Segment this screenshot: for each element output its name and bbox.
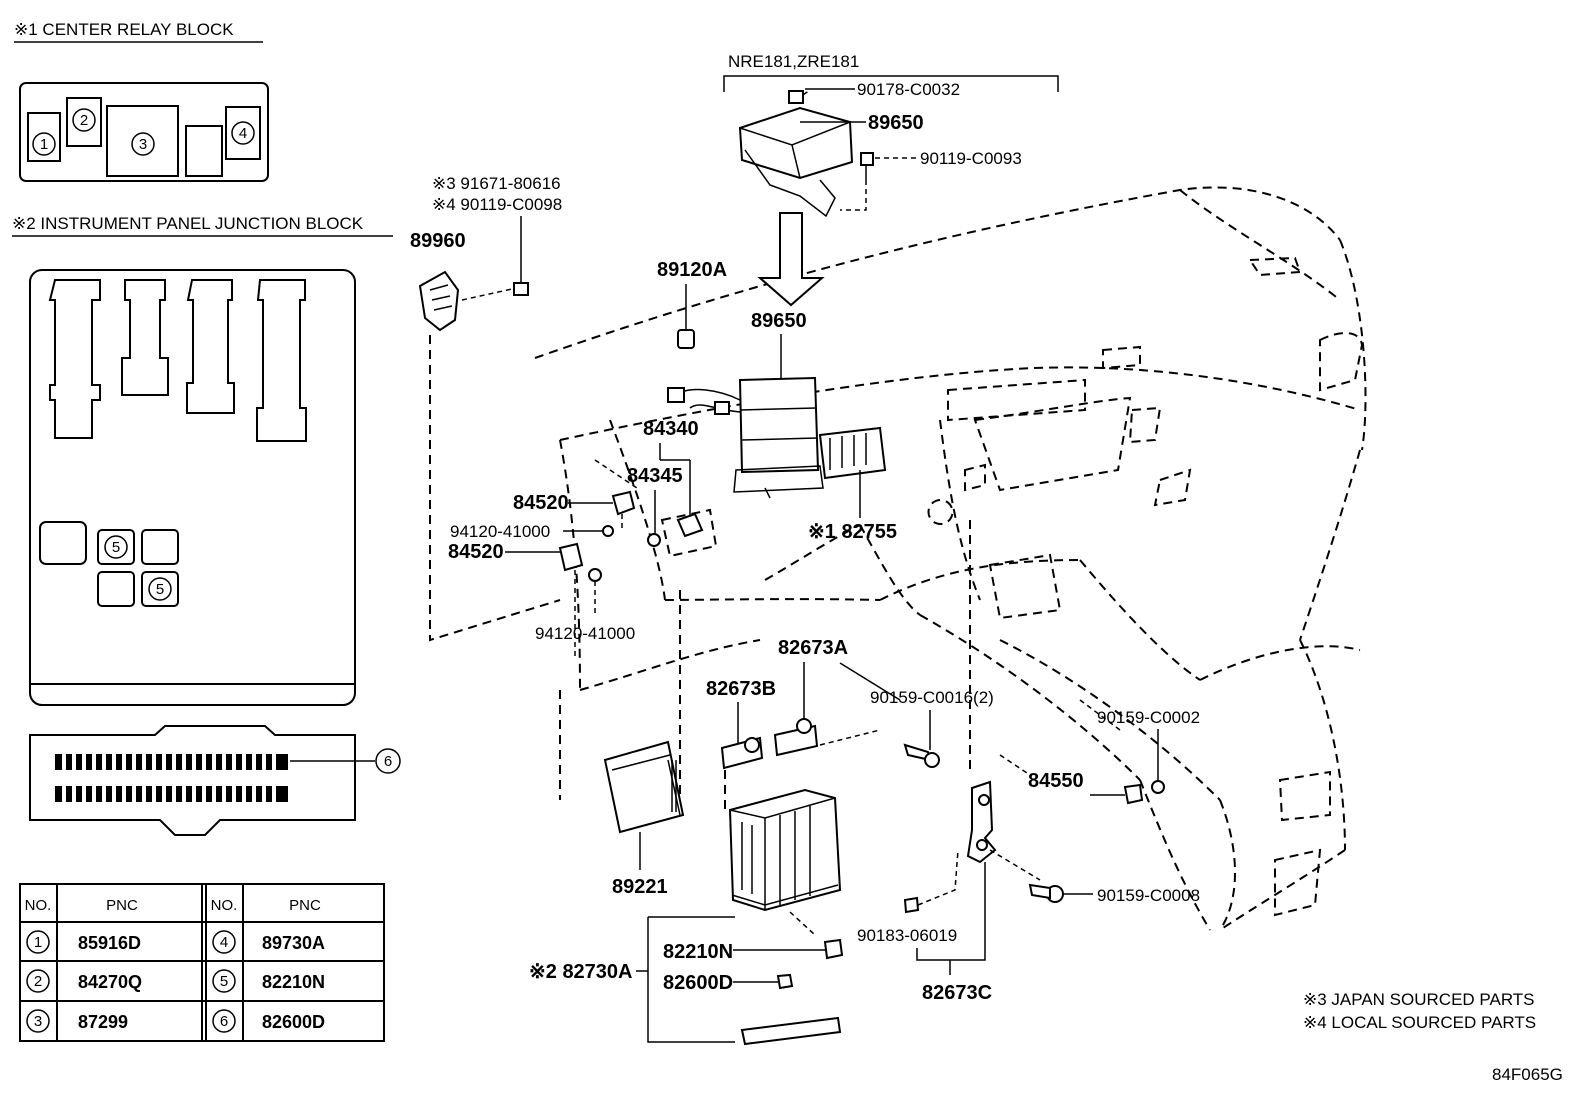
part-91671-80616: ※3 91671-80616 <box>432 174 561 193</box>
bolt-90159-C0016: 90159-C0016(2) <box>839 520 994 770</box>
part-82730A: ※2 82730A <box>529 961 633 983</box>
legend-row-no: 5 <box>220 973 228 990</box>
legend-row-pnc: 85916D <box>78 933 141 953</box>
relay-slot-label-3: 3 <box>139 136 147 153</box>
junction-block-outline <box>29 269 356 706</box>
part-82673A: 82673A <box>778 637 848 659</box>
part-89120A: 89120A <box>657 259 727 281</box>
junction-slot-label-5a: 5 <box>112 539 120 556</box>
part-90119-C0093: 90119-C0093 <box>920 149 1022 168</box>
note-local-sourced: ※4 LOCAL SOURCED PARTS <box>1303 1013 1536 1032</box>
legend-row-pnc: 87299 <box>78 1012 128 1032</box>
legend-table: NO. PNC NO. PNC 1 85916D 4 89730A 2 8427… <box>19 883 385 1042</box>
fuse-column-2 <box>121 279 169 396</box>
fuse-column-3 <box>186 279 235 414</box>
part-89960: 89960 <box>410 230 466 252</box>
part-84345: 84345 <box>627 465 683 487</box>
arrow-down <box>757 212 825 307</box>
part-89650-top: 89650 <box>868 112 924 134</box>
part-90159-C0002: 90159-C0002 <box>1097 708 1200 727</box>
legend-row-no: 3 <box>34 1013 42 1030</box>
part-82600D: 82600D <box>663 972 733 994</box>
legend-row-no: 6 <box>220 1013 228 1030</box>
relay-block-82755: ※1 82755 <box>808 426 897 543</box>
legend-row-no: 4 <box>220 934 228 951</box>
bracket-82673C: 90159-C0008 90183-06019 82673C <box>857 780 1200 1004</box>
legend-header-no-right: NO. <box>211 897 238 914</box>
center-relay-block-outline <box>19 82 269 182</box>
connector-strip: 6 <box>29 725 401 836</box>
legend-header-pnc-left: PNC <box>106 897 138 914</box>
relay-slot-label-1: 1 <box>40 136 48 153</box>
center-relay-block-section: ※1 CENTER RELAY BLOCK 1 2 3 4 <box>14 20 269 182</box>
legend-row-pnc: 84270Q <box>78 972 142 992</box>
part-89221: 89221 <box>612 876 668 898</box>
center-relay-block-title: ※1 CENTER RELAY BLOCK <box>14 20 234 39</box>
part-group-84550: 90159-C0002 84550 <box>999 699 1200 805</box>
figure-code: 84F065G <box>1492 1065 1563 1084</box>
part-84340: 84340 <box>643 418 699 440</box>
fuse-column-1 <box>48 279 101 439</box>
legend-row-no: 2 <box>34 973 42 990</box>
part-82210N: 82210N <box>663 941 733 963</box>
part-82673C: 82673C <box>922 982 992 1004</box>
connector-outline <box>29 725 356 836</box>
connector-callout-6: 6 <box>384 753 392 770</box>
bracket-group-82673: 82673A 82673B <box>679 590 881 810</box>
part-94120-41000-b: 94120-41000 <box>535 624 635 643</box>
part-84520-a: 84520 <box>513 492 569 514</box>
part-90183-06019: 90183-06019 <box>857 926 957 945</box>
sensor-89960: ※3 91671-80616 ※4 90119-C0098 89960 <box>410 174 562 642</box>
part-84550: 84550 <box>1028 770 1084 792</box>
part-82755: ※1 82755 <box>808 521 897 543</box>
ecu-89221: 89221 <box>603 740 685 898</box>
part-82673B: 82673B <box>706 678 776 700</box>
part-84520-b: 84520 <box>448 541 504 563</box>
fuse-column-4 <box>256 279 307 442</box>
switch-group-84520: 84520 94120-41000 84520 94120-41000 <box>448 490 635 660</box>
part-94120-41000-a: 94120-41000 <box>450 522 550 541</box>
junction-block-section: ※2 INSTRUMENT PANEL JUNCTION BLOCK 5 5 <box>12 214 393 706</box>
legend-row-pnc: 82600D <box>262 1012 325 1032</box>
variant-label: NRE181,ZRE181 <box>728 52 859 71</box>
junction-block-title: ※2 INSTRUMENT PANEL JUNCTION BLOCK <box>12 214 364 233</box>
relay-slot-label-4: 4 <box>239 125 247 142</box>
central-ecu-89650: 89650 <box>667 310 824 499</box>
part-90178-C0032: 90178-C0032 <box>857 80 960 99</box>
note-japan-sourced: ※3 JAPAN SOURCED PARTS <box>1303 990 1535 1009</box>
junction-block-82730A <box>728 788 842 936</box>
source-notes: ※3 JAPAN SOURCED PARTS ※4 LOCAL SOURCED … <box>1303 990 1563 1084</box>
part-89650: 89650 <box>751 310 807 332</box>
part-90159-C0016: 90159-C0016(2) <box>870 688 994 707</box>
part-90159-C0008: 90159-C0008 <box>1097 886 1200 905</box>
relay-slot-1 <box>27 112 61 162</box>
switch-group-84340: 84340 84345 <box>594 418 718 558</box>
legend-header-no-left: NO. <box>25 897 52 914</box>
part-group-82210N: ※2 82730A 82210N 82600D <box>529 916 844 1046</box>
junction-slot-label-5b: 5 <box>156 581 164 598</box>
part-group-89120A: 89120A <box>657 259 727 349</box>
part-90119-C0098: ※4 90119-C0098 <box>432 195 562 214</box>
top-ecu-89650: NRE181,ZRE181 90178-C0032 89650 90119-C0… <box>723 52 1059 307</box>
dashboard-outline <box>534 186 1367 931</box>
legend-row-pnc: 89730A <box>262 933 325 953</box>
legend-row-no: 1 <box>34 934 42 951</box>
relay-slot-label-2: 2 <box>80 112 88 129</box>
legend-header-pnc-right: PNC <box>289 897 321 914</box>
legend-row-pnc: 82210N <box>262 972 325 992</box>
